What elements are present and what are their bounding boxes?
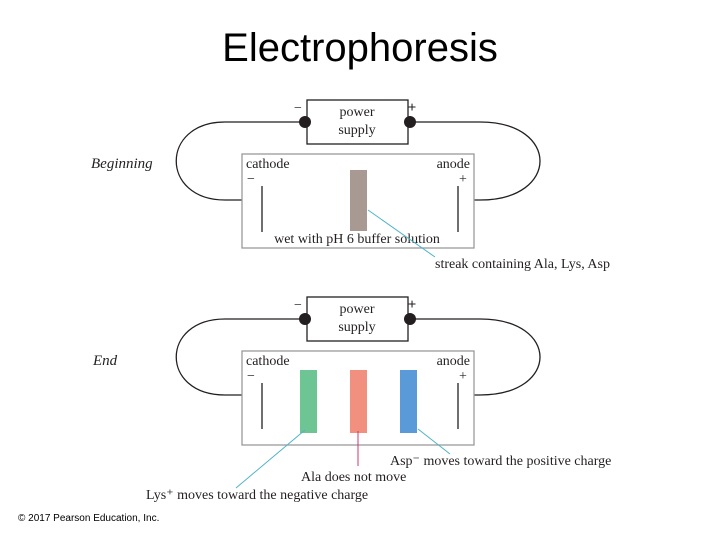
end-power-plus-sign: + bbox=[408, 297, 417, 313]
ala-label: Ala does not move bbox=[301, 470, 406, 485]
end-anode-sign: + bbox=[459, 369, 467, 384]
copyright-notice: © 2017 Pearson Education, Inc. bbox=[18, 513, 160, 524]
beginning-cathode-label: cathode bbox=[246, 157, 290, 172]
end-panel: power supply − + End cathode anode − + A… bbox=[92, 296, 611, 503]
end-anode-label: anode bbox=[437, 354, 470, 369]
beginning-circuit-wire bbox=[175, 121, 541, 201]
beginning-buffer-label: wet with pH 6 buffer solution bbox=[274, 232, 440, 247]
beginning-panel: power supply − + Beginning cathode anode… bbox=[91, 99, 610, 272]
asp-band bbox=[400, 370, 417, 433]
end-power-supply-box bbox=[306, 296, 409, 342]
asp-callout-line bbox=[417, 428, 451, 455]
end-circuit-wire bbox=[175, 318, 541, 396]
end-supply-label: supply bbox=[338, 320, 375, 335]
beginning-mixed-streak bbox=[350, 170, 367, 233]
beginning-cathode-sign: − bbox=[247, 172, 255, 187]
lys-callout-line bbox=[235, 429, 306, 489]
beginning-positive-terminal bbox=[404, 116, 416, 128]
beginning-anode-label: anode bbox=[437, 157, 470, 172]
beginning-anode-sign: + bbox=[459, 172, 467, 187]
end-cathode-sign: − bbox=[247, 369, 255, 384]
end-cathode-label: cathode bbox=[246, 354, 290, 369]
beginning-supply-label: supply bbox=[338, 123, 375, 138]
end-negative-terminal bbox=[299, 313, 311, 325]
lys-band bbox=[300, 370, 317, 433]
beginning-stage-label: Beginning bbox=[91, 156, 153, 172]
buffer-label-backdrop bbox=[268, 231, 446, 246]
beginning-streak-callout-line bbox=[367, 209, 436, 258]
end-power-label: power bbox=[340, 302, 375, 317]
beginning-streak-label: streak containing Ala, Lys, Asp bbox=[435, 257, 610, 272]
asp-label: Asp⁻ moves toward the positive charge bbox=[390, 454, 611, 469]
ala-band bbox=[350, 370, 367, 433]
beginning-negative-terminal bbox=[299, 116, 311, 128]
beginning-power-label: power bbox=[340, 105, 375, 120]
end-stage-label: End bbox=[92, 353, 118, 369]
end-positive-terminal bbox=[404, 313, 416, 325]
beginning-power-minus-sign: − bbox=[294, 101, 302, 116]
beginning-power-supply-box bbox=[306, 99, 409, 145]
beginning-power-plus-sign: + bbox=[408, 100, 417, 116]
slide-title: Electrophoresis bbox=[222, 26, 498, 70]
lys-label: Lys⁺ moves toward the negative charge bbox=[146, 488, 368, 503]
end-power-minus-sign: − bbox=[294, 298, 302, 313]
